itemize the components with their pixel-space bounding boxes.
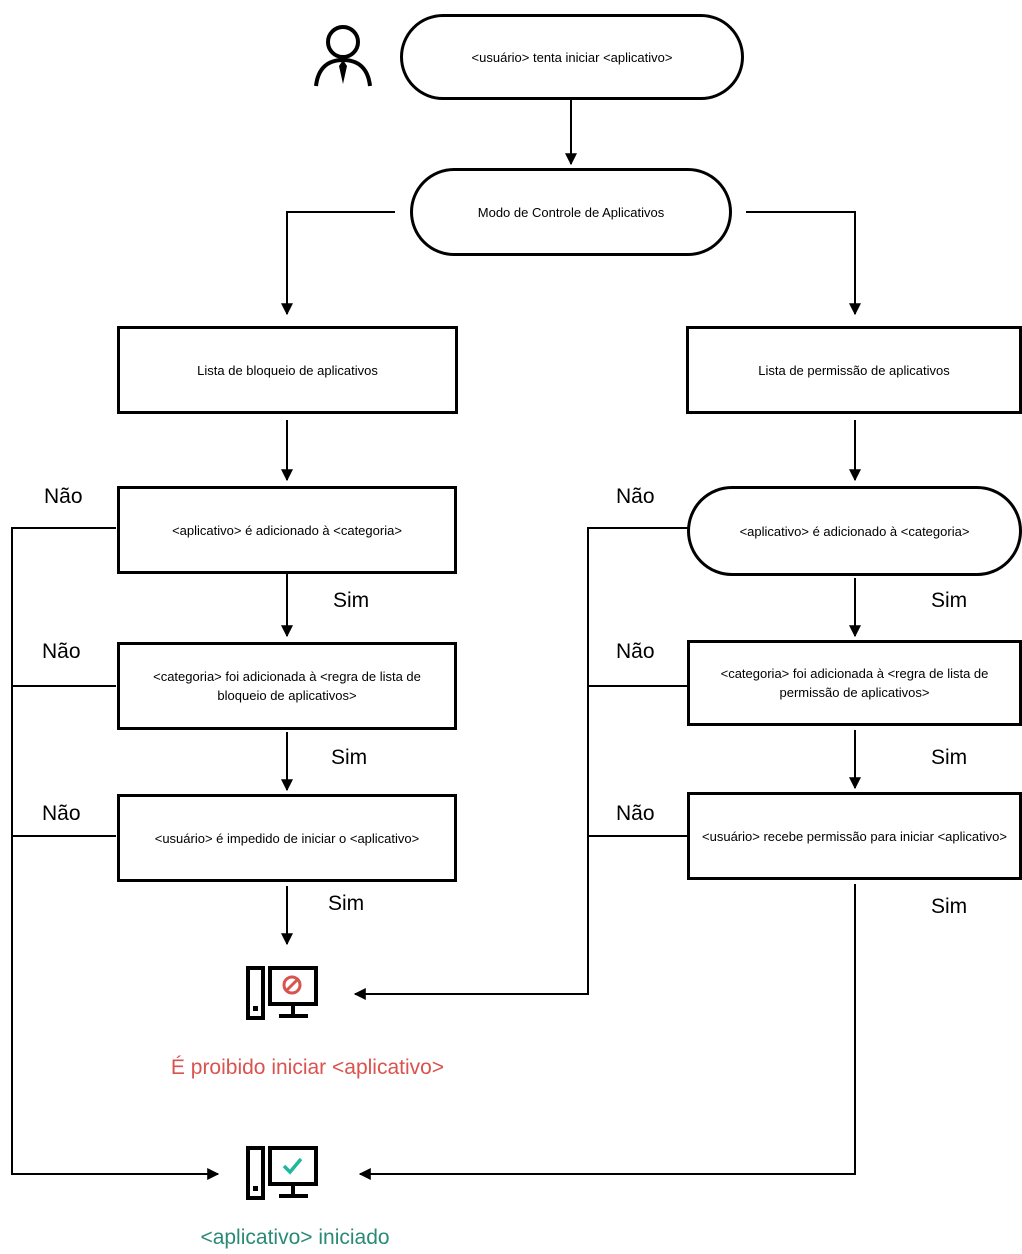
right-question-3-text: <usuário> recebe permissão para iniciar … (702, 828, 1007, 844)
outcome-started-label: <aplicativo> iniciado (200, 1226, 390, 1249)
left-question-3-text: <usuário> é impedido de iniciar o <aplic… (154, 830, 420, 846)
line-left-no-bus (11, 527, 220, 1180)
arrow-mode-to-deny-list (281, 211, 395, 316)
line-right-no-bus (353, 527, 688, 1000)
left-question-1-text: <aplicativo> é adicionado à <categoria> (172, 522, 402, 538)
mode-node: Modo de Controle de Aplicativos (410, 168, 732, 256)
left-question-2: <categoria> foi adicionada à <regra de l… (117, 642, 457, 730)
left-question-2-text: <categoria> foi adicionada à <regra de l… (153, 669, 421, 703)
start-node: <usuário> tenta iniciar <aplicativo> (400, 14, 744, 100)
deny-list-node: Lista de bloqueio de aplicativos (117, 326, 458, 414)
label-yes-right-1: Sim (931, 589, 968, 612)
label-no-right-3: Não (616, 802, 655, 825)
label-no-right-2: Não (616, 640, 655, 663)
left-question-3: <usuário> é impedido de iniciar o <aplic… (117, 794, 457, 882)
mode-node-text: Modo de Controle de Aplicativos (477, 204, 665, 220)
label-yes-left-1: Sim (333, 589, 370, 612)
computer-blocked-icon (246, 966, 318, 1020)
label-yes-right-2: Sim (931, 746, 968, 769)
user-icon (314, 25, 372, 87)
start-node-text: <usuário> tenta iniciar <aplicativo> (471, 49, 673, 65)
deny-list-node-text: Lista de bloqueio de aplicativos (197, 362, 378, 378)
right-question-2-text: <categoria> foi adicionada à <regra de l… (720, 666, 989, 700)
allow-list-node-text: Lista de permissão de aplicativos (758, 362, 950, 378)
label-yes-right-3: Sim (931, 895, 968, 918)
right-question-1: <aplicativo> é adicionado à <categoria> (687, 486, 1022, 576)
line-right-yes-to-started (358, 884, 856, 1180)
computer-allowed-icon (246, 1146, 318, 1200)
label-no-left-1: Não (44, 485, 83, 508)
right-question-2: <categoria> foi adicionada à <regra de l… (687, 640, 1022, 726)
left-question-1: <aplicativo> é adicionado à <categoria> (117, 486, 457, 574)
allow-list-node: Lista de permissão de aplicativos (686, 326, 1022, 414)
label-no-right-1: Não (616, 485, 655, 508)
label-no-left-3: Não (42, 802, 81, 825)
outcome-blocked-label: É proibido iniciar <aplicativo> (170, 1056, 445, 1079)
right-question-3: <usuário> recebe permissão para iniciar … (687, 792, 1022, 880)
arrow-mode-to-allow-list (746, 211, 861, 316)
label-yes-left-2: Sim (331, 746, 368, 769)
label-yes-left-3: Sim (328, 892, 365, 915)
label-no-left-2: Não (42, 640, 81, 663)
right-question-1-text: <aplicativo> é adicionado à <categoria> (739, 523, 970, 539)
